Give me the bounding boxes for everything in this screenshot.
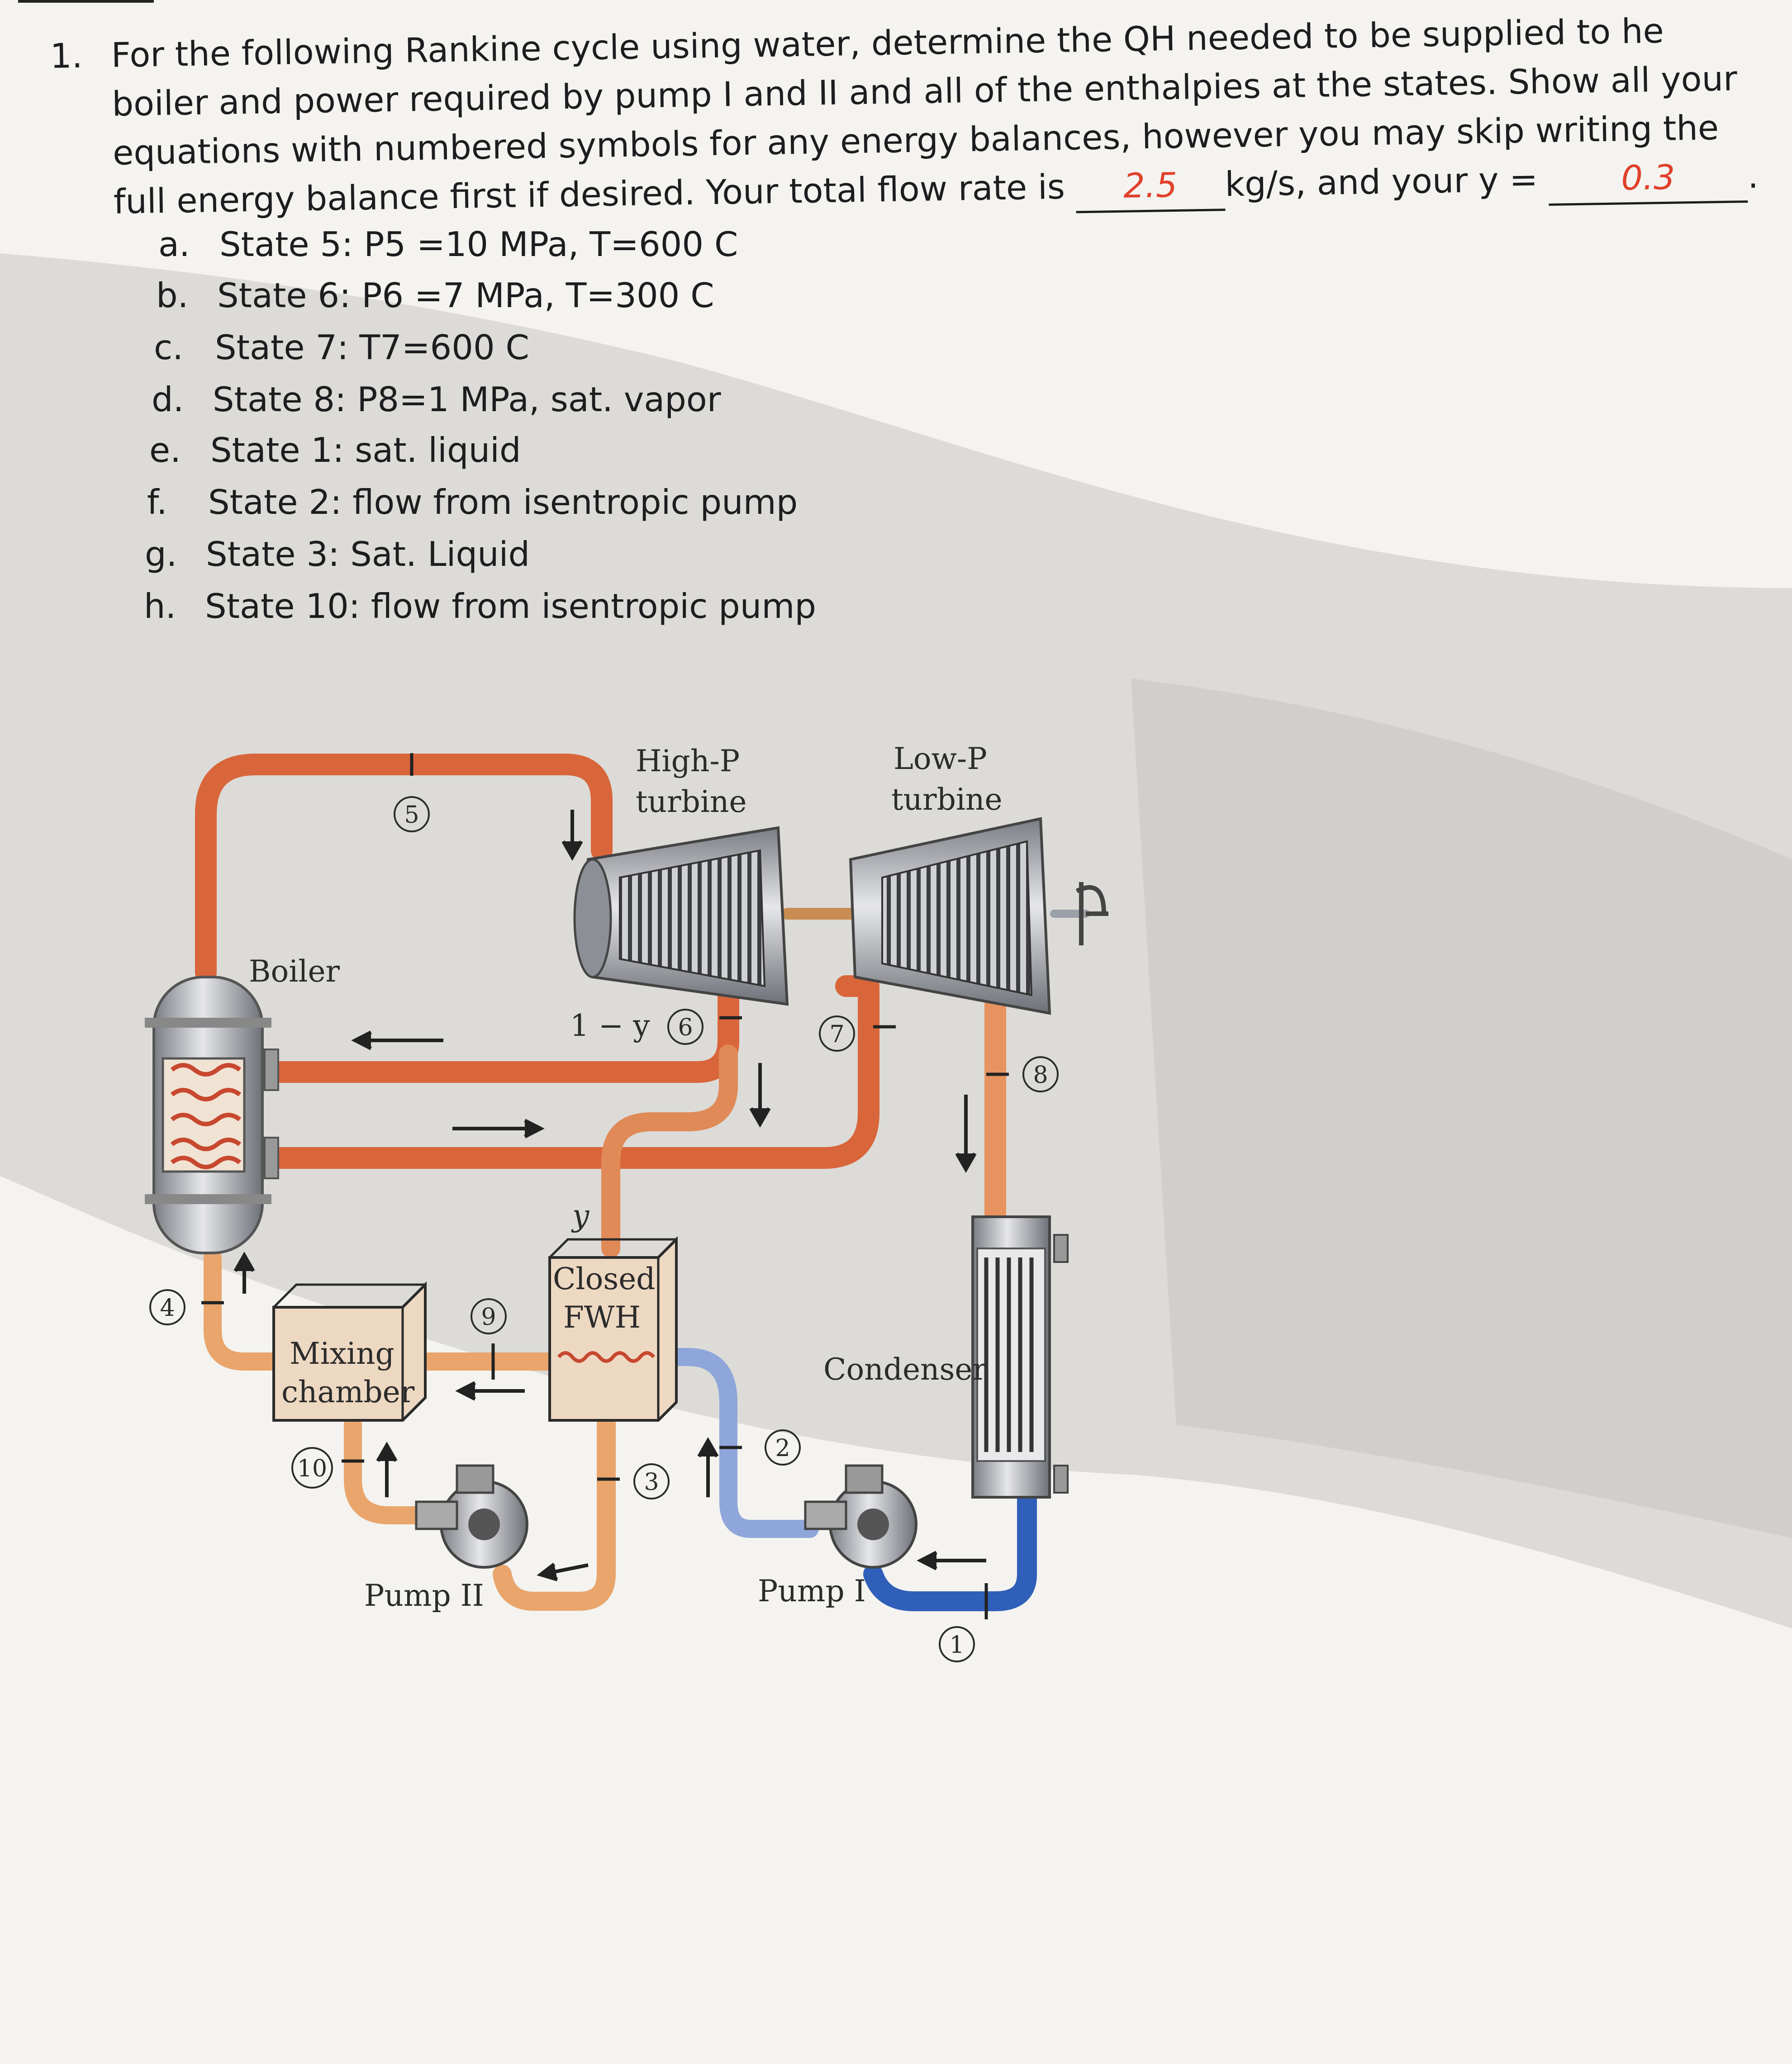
generator-coupling-icon xyxy=(1075,882,1108,945)
state-8-marker: 8 xyxy=(1022,1056,1059,1092)
hp-turbine-label-line2: turbine xyxy=(636,784,747,819)
arrow-up-icon xyxy=(233,1251,255,1294)
state-6-label: 6 xyxy=(678,1014,693,1041)
arrow-down-icon xyxy=(955,1095,977,1173)
list-item-text: State 7: T7=600 C xyxy=(215,327,529,367)
arrow-up-icon xyxy=(697,1437,719,1497)
pipe-state-3 xyxy=(493,1411,616,1611)
arrow-left-icon xyxy=(455,1381,525,1401)
state-4-label: 4 xyxy=(160,1295,175,1322)
list-item-letter: d. xyxy=(152,380,184,419)
state-2-marker: 2 xyxy=(765,1429,801,1466)
state-4-marker: 4 xyxy=(149,1289,185,1325)
state-10-marker: 10 xyxy=(291,1447,333,1489)
fwh-label-line2: FWH xyxy=(563,1300,641,1335)
arrow-down-icon xyxy=(561,810,583,861)
lp-turbine-label-line1: Low-P xyxy=(894,741,987,776)
state-9-label: 9 xyxy=(481,1304,496,1331)
list-item-letter: c. xyxy=(154,327,184,367)
hp-turbine-label-line1: High-P xyxy=(636,744,740,778)
list-item: a. State 5: P5 =10 MPa, T=600 C xyxy=(158,222,738,267)
list-item-letter: b. xyxy=(156,275,189,315)
state-markers: 5 6 7 8 1 2 3 4 9 10 xyxy=(149,796,1059,1662)
arrow-left-icon xyxy=(917,1551,986,1571)
high-p-turbine xyxy=(573,826,789,1006)
closed-fwh xyxy=(548,1236,678,1422)
y-label: y xyxy=(571,1198,589,1233)
pipe-state-6 xyxy=(265,966,739,1083)
lp-turbine-label-line2: turbine xyxy=(891,782,1003,817)
state-1-marker: 1 xyxy=(939,1626,975,1662)
pump-i-label: Pump I xyxy=(758,1574,866,1608)
state-6-marker: 6 xyxy=(667,1009,703,1045)
list-item-text: State 8: P8=1 MPa, sat. vapor xyxy=(213,380,721,419)
pipe-state-7 xyxy=(265,975,879,1169)
state-10-label: 10 xyxy=(297,1455,327,1482)
pipe-state-1 xyxy=(863,1483,1037,1611)
pipe-state-10 xyxy=(344,1416,432,1524)
state-5-label: 5 xyxy=(404,802,419,829)
pipe-state-4 xyxy=(204,1248,283,1371)
state-9-marker: 9 xyxy=(471,1298,507,1334)
state-3-marker: 3 xyxy=(633,1463,670,1499)
pump-i xyxy=(804,1464,917,1569)
pump-ii xyxy=(415,1464,528,1569)
state-7-label: 7 xyxy=(829,1021,844,1048)
list-item-letter: e. xyxy=(149,430,181,470)
pipe-bleed-y xyxy=(601,1044,738,1258)
list-item-text: State 1: sat. liquid xyxy=(210,430,521,470)
pipe-state-5 xyxy=(195,754,613,983)
state-ticks xyxy=(201,753,1009,1619)
list-item-text: State 10: flow from isentropic pump xyxy=(205,586,816,626)
list-item-letter: g. xyxy=(145,534,177,574)
boiler-label: Boiler xyxy=(249,954,340,989)
list-item: f. State 2: flow from isentropic pump xyxy=(147,479,798,525)
one-minus-y-label: 1 − y xyxy=(570,1008,650,1043)
condenser xyxy=(971,1215,1069,1499)
list-item-letter: a. xyxy=(158,224,190,264)
state-2-label: 2 xyxy=(775,1435,790,1462)
top-rule xyxy=(18,0,154,3)
state-3-label: 3 xyxy=(644,1469,659,1496)
state-5-marker: 5 xyxy=(394,796,430,832)
list-item: e. State 1: sat. liquid xyxy=(149,427,521,473)
arrow-down-icon xyxy=(749,1063,771,1128)
list-item: h. State 10: flow from isentropic pump xyxy=(144,584,816,629)
condenser-label: Condenser xyxy=(823,1352,987,1387)
arrow-left-icon xyxy=(351,1030,443,1050)
list-item-text: State 3: Sat. Liquid xyxy=(206,534,530,574)
state-1-label: 1 xyxy=(949,1632,964,1659)
list-item-letter: f. xyxy=(147,482,167,522)
pump-ii-label: Pump II xyxy=(364,1578,484,1613)
flow-arrows xyxy=(233,810,986,1581)
mixing-chamber xyxy=(272,1281,427,1422)
list-item: d. State 8: P8=1 MPa, sat. vapor xyxy=(152,377,721,422)
boiler-heating-coil-icon xyxy=(170,1063,242,1169)
list-item-text: State 5: P5 =10 MPa, T=600 C xyxy=(219,224,738,264)
list-item-text: State 2: flow from isentropic pump xyxy=(208,482,798,522)
mixing-label-line2: chamber xyxy=(281,1375,415,1409)
list-item: c. State 7: T7=600 C xyxy=(154,325,529,370)
list-item-text: State 6: P6 =7 MPa, T=300 C xyxy=(217,275,714,315)
fwh-coil-icon xyxy=(557,1351,656,1363)
list-item: b. State 6: P6 =7 MPa, T=300 C xyxy=(156,273,714,318)
mixing-label-line1: Mixing xyxy=(290,1336,395,1371)
arrow-left-icon xyxy=(537,1562,589,1581)
low-p-turbine xyxy=(849,817,1108,1015)
boiler xyxy=(145,976,279,1254)
list-item: g. State 3: Sat. Liquid xyxy=(145,531,530,577)
fwh-label-line1: Closed xyxy=(553,1262,656,1296)
arrow-up-icon xyxy=(376,1441,398,1497)
pipe-state-2 xyxy=(661,1348,819,1538)
state-7-marker: 7 xyxy=(819,1015,855,1052)
state-8-label: 8 xyxy=(1033,1062,1048,1089)
arrow-right-icon xyxy=(452,1119,545,1139)
list-item-letter: h. xyxy=(144,586,176,626)
